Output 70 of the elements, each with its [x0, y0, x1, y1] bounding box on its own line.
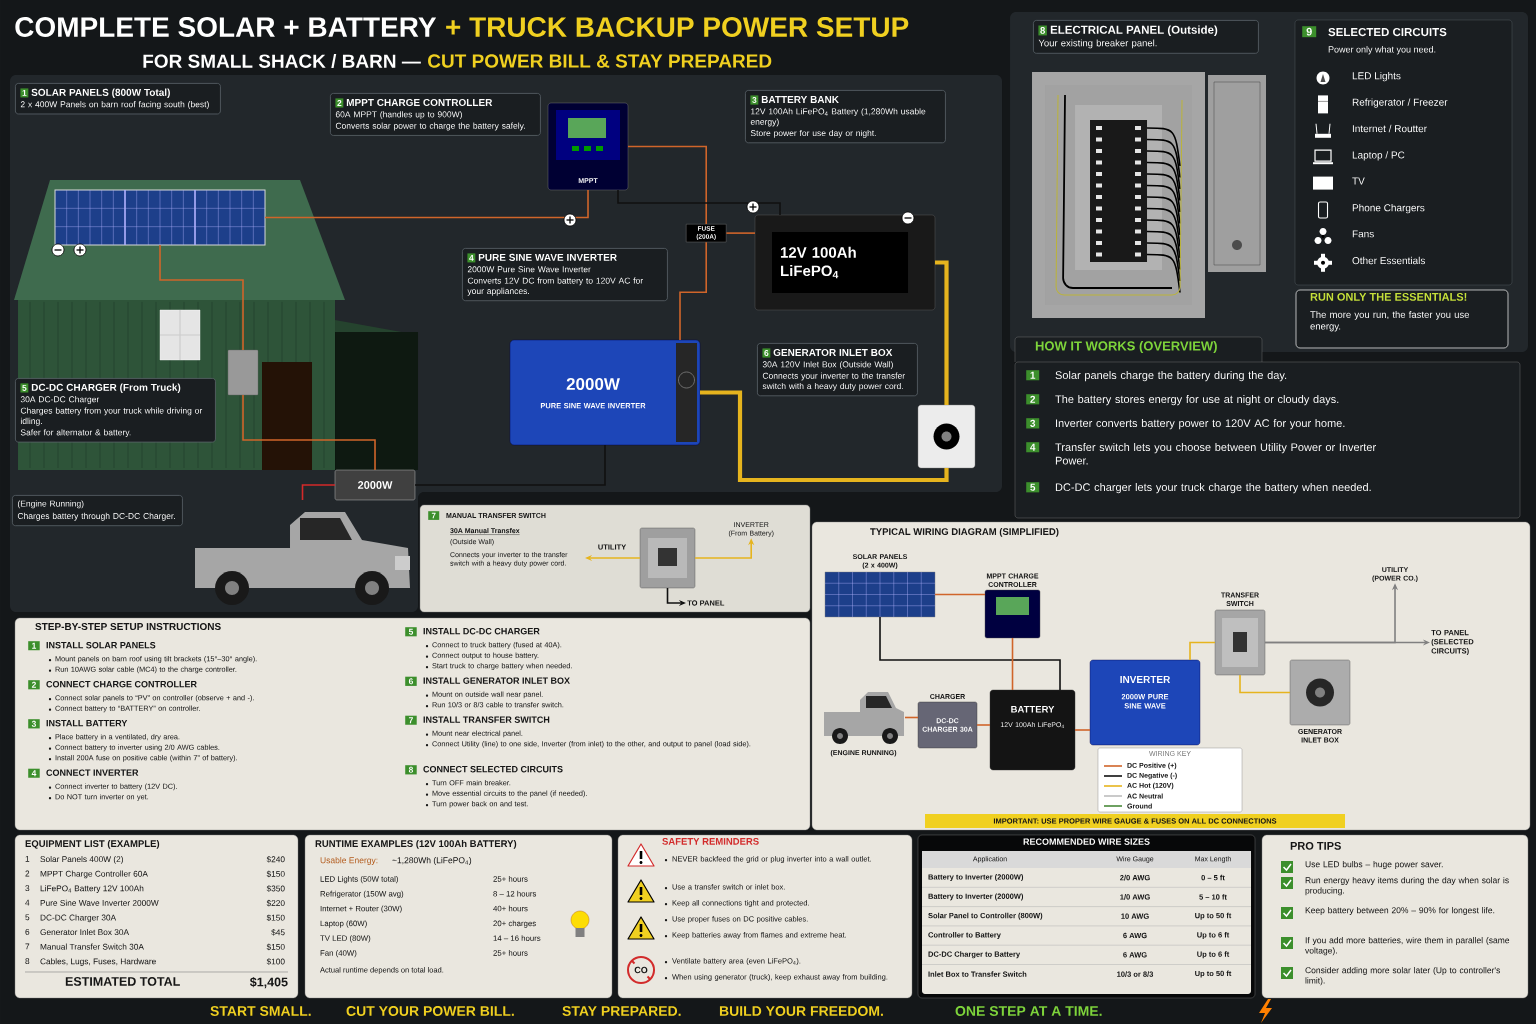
wire	[1239, 674, 1291, 694]
callout-box: 3 BATTERY BANK 12V 100Ah LiFePO$_{4}$ Battery (1,280Wh usable energy) Store power for use day or night.	[745, 90, 946, 144]
number-badge: 9	[1302, 26, 1317, 38]
junction-box	[227, 349, 259, 396]
wire	[976, 724, 991, 726]
wire	[1074, 729, 1091, 731]
number-badge: 6	[762, 348, 771, 358]
number-badge: 5	[405, 627, 417, 637]
wire	[679, 241, 707, 341]
node-label: HOW IT WORKS (OVERVIEW)	[1035, 340, 1217, 354]
title-text: + TRUCK BACKUP POWER SETUP	[446, 17, 909, 37]
number-badge: 3	[1026, 418, 1040, 429]
number-badge: 3	[750, 95, 759, 105]
tip-box: RUN ONLY THE ESSENTIALS! The more you run, the faster you use energy.	[1295, 289, 1509, 349]
dc-dc-charger: 2000W	[334, 469, 416, 501]
number-badge: 1	[20, 88, 29, 98]
number-badge: 2	[1026, 394, 1040, 405]
wire	[935, 260, 949, 405]
battery: 12V 100Ah LiFePO$_{4}$	[754, 214, 936, 311]
number-badge: 5	[20, 383, 29, 393]
callout-box: 2 MPPT CHARGE CONTROLLER 60A MPPT (handles up to 900W) Converts solar power to charge the battery safely.	[330, 93, 541, 136]
callout-box: 6 GENERATOR INLET BOX 30A 120V Inlet Box (Outside Wall) Connects your inverter to the transfer switch with a heavy duty power cord.	[757, 343, 918, 397]
number-badge: 7	[428, 511, 440, 520]
pickup-truck-drawing	[195, 512, 410, 605]
number-badge: 4	[1026, 442, 1040, 453]
circuit-list-panel: 9 SELECTED CIRCUITS Power only what you need. LED Lights Refrigerator / Freezer Internet / Routter Laptop / PC TV Phone Chargers Fans Other Essentials	[1294, 19, 1513, 286]
callout-box: 4 PURE SINE WAVE INVERTER 2000W Pure Sine Wave Inverter Converts 12V DC from battery to 120V AC for your appliances.	[462, 248, 668, 302]
slogan-text: START SMALL.	[210, 1006, 311, 1016]
slogan-text: STAY PREPARED.	[562, 1006, 681, 1016]
solar-panel	[54, 189, 266, 246]
number-badge: 1	[1026, 370, 1040, 381]
wire	[725, 232, 756, 234]
number-badge: 4	[467, 253, 476, 263]
callout-box: 1 SOLAR PANELS (800W Total) 2 x 400W Panels on barn roof facing south (best)	[15, 83, 221, 115]
overview-panel: HOW IT WORKS (OVERVIEW) 1 Solar panels charge the battery during the day. 2 The battery stores energy for use at night or cloudy days. 3 Inverter converts battery power to 120V AC for your home. 4 Transfer switch lets you choose between Utility Power or Inverter Power. 5 DC-DC charger lets your truck charge the battery when needed.	[1014, 336, 1521, 519]
number-badge: 4	[28, 768, 40, 778]
wire	[627, 145, 707, 225]
wire	[1189, 641, 1216, 661]
number-badge: 5	[1026, 482, 1040, 493]
title-text: COMPLETE SOLAR + BATTERY	[15, 17, 437, 37]
inlet-box	[917, 404, 976, 469]
number-badge: 8	[1038, 25, 1047, 36]
wire	[414, 444, 606, 486]
slogan-text: BUILD YOUR FREEDOM.	[719, 1006, 883, 1016]
sign-text: CO	[634, 966, 648, 974]
subtitle-text: CUT POWER BILL & STAY PREPARED	[428, 54, 772, 68]
number-badge: 2	[335, 98, 344, 108]
tips-panel: PRO TIPS Use LED bulbs – huge power saver. Run energy heavy items during the day when solar is producing. Keep battery between 20% – 90% for longest life. If you add more batteries, wire them in parallel (same voltage). Consider adding more solar later (Up to controller's limit).	[1261, 834, 1529, 999]
wire	[159, 244, 244, 351]
number-badge: 8	[405, 765, 417, 775]
wire	[242, 394, 376, 471]
callout-box: 8 ELECTRICAL PANEL (Outside) Your existing breaker panel.	[1033, 20, 1259, 54]
wire	[264, 189, 589, 219]
caption-box: (Engine Running) Charges battery through DC-DC Charger.	[12, 495, 183, 527]
wire	[301, 484, 336, 501]
wire	[904, 716, 919, 719]
number-badge: 2	[28, 680, 40, 690]
number-badge: 1	[28, 641, 40, 651]
wire	[1011, 637, 1014, 691]
number-badge: 3	[28, 719, 40, 729]
wire	[934, 593, 986, 596]
wire	[700, 390, 949, 483]
wire	[617, 189, 781, 216]
number-badge: 6	[405, 676, 417, 686]
callout-box: 5 DC-DC CHARGER (From Truck) 30A DC-DC Charger Charges battery from your truck while driving or idling. Safer for alternator & battery.	[15, 378, 216, 443]
wire	[879, 616, 1061, 691]
subtitle-text: FOR SMALL SHACK / BARN —	[143, 53, 421, 69]
number-badge: 7	[405, 715, 417, 725]
transfer-switch	[639, 527, 696, 589]
equipment-table: EQUIPMENT LIST (EXAMPLE) 1 Solar Panels 400W (2) $240 2 MPPT Charge Controller 60A $150 3 LiFePO$_{4}$ Battery 12V 100Ah $350 4 Pure Sine Wave Inverter 2000W $220 5 DC-DC Charger 30A $150 6 Generator Inlet Box 30A $45 7 Manual Transfer Switch 30A $150 8 Cables, Lugs, Fuses, Hardware $100 ESTIMATED TOTAL $1,405	[14, 834, 299, 999]
